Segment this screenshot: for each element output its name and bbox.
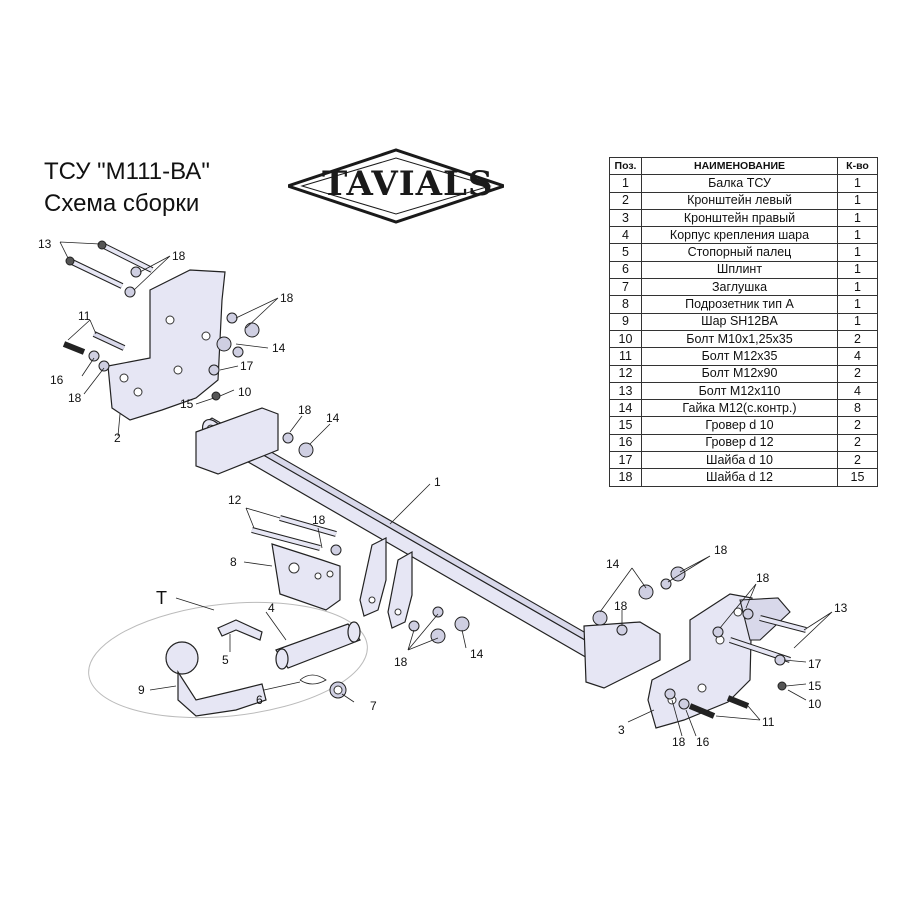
callout-17: 17 — [240, 359, 254, 373]
bolts-12 — [251, 515, 337, 551]
bolts-11-left — [62, 331, 126, 355]
cell-pos: 13 — [609, 381, 642, 401]
cell-name: Стопорный палец — [641, 243, 838, 262]
cell-name: Шайба d 12 — [641, 468, 838, 487]
callout-16: 16 — [696, 735, 710, 749]
callout-18: 18 — [298, 403, 312, 417]
callout-10: 10 — [238, 385, 252, 399]
right-bracket — [647, 593, 791, 729]
callout-18: 18 — [672, 735, 686, 749]
callout-18: 18 — [172, 249, 186, 263]
callout-3: 3 — [618, 723, 625, 737]
diagram-title: ТСУ "М111-ВА" — [44, 158, 210, 185]
callout-2: 2 — [114, 431, 121, 445]
callout-18: 18 — [714, 543, 728, 557]
tavials-logo — [288, 148, 504, 224]
callout-14: 14 — [326, 411, 340, 425]
callout-labels: 13 18 18 14 11 16 18 17 10 15 2 18 14 1 … — [38, 237, 848, 749]
callout-18: 18 — [614, 599, 628, 613]
callout-4: 4 — [268, 601, 275, 615]
callout-12: 12 — [228, 493, 242, 507]
callout-6: 6 — [256, 693, 263, 707]
callout-16: 16 — [50, 373, 64, 387]
tow-beam — [195, 407, 661, 689]
cell-name: Болт М12х90 — [641, 364, 838, 383]
socket-bracket — [271, 543, 341, 611]
parts-table-header: Поз. НАИМЕНОВАНИЕ К-во — [609, 156, 878, 176]
logo-text: TAVIALS — [322, 164, 494, 204]
callout-t: T — [156, 588, 167, 608]
callout-18: 18 — [394, 655, 408, 669]
callout-17: 17 — [808, 657, 822, 671]
cell-name: Болт М12х110 — [641, 381, 838, 401]
callout-13: 13 — [834, 601, 848, 615]
diagram-subtitle: Схема сборки — [44, 190, 200, 217]
callout-18: 18 — [280, 291, 294, 305]
callout-1: 1 — [434, 475, 441, 489]
callout-15: 15 — [808, 679, 822, 693]
nuts-washers — [88, 266, 787, 710]
callout-15: 15 — [180, 397, 194, 411]
left-bracket — [107, 269, 226, 421]
cell-name: Шайба d 10 — [641, 451, 838, 470]
cell-name: Болт М12х35 — [641, 347, 838, 366]
cell-name: Подрозетник тип А — [641, 295, 838, 314]
bolts-11-right — [688, 695, 750, 719]
cell-name: Кронштейн левый — [641, 191, 838, 210]
callout-14: 14 — [470, 647, 484, 661]
cell-name: Кронштейн правый — [641, 208, 838, 228]
callout-14: 14 — [606, 557, 620, 571]
leader-lines — [59, 241, 833, 737]
callout-18: 18 — [68, 391, 82, 405]
cell-pos: 18 — [609, 468, 642, 487]
cell-name: Шплинт — [641, 260, 838, 280]
cell-qty: 15 — [837, 468, 878, 487]
callout-11: 11 — [78, 309, 91, 323]
callout-18: 18 — [312, 513, 326, 527]
callout-10: 10 — [808, 697, 822, 711]
callout-11: 11 — [762, 715, 775, 729]
callout-8: 8 — [230, 555, 237, 569]
cell-qty: 1 — [837, 208, 878, 228]
callout-7: 7 — [370, 699, 377, 713]
tow-ball-group — [88, 601, 368, 719]
callout-13: 13 — [38, 237, 52, 251]
callout-5: 5 — [222, 653, 229, 667]
callout-14: 14 — [272, 341, 286, 355]
callout-9: 9 — [138, 683, 145, 697]
bolts-13-left — [65, 240, 154, 289]
callout-18: 18 — [756, 571, 770, 585]
header-qty: К-во — [837, 156, 878, 176]
